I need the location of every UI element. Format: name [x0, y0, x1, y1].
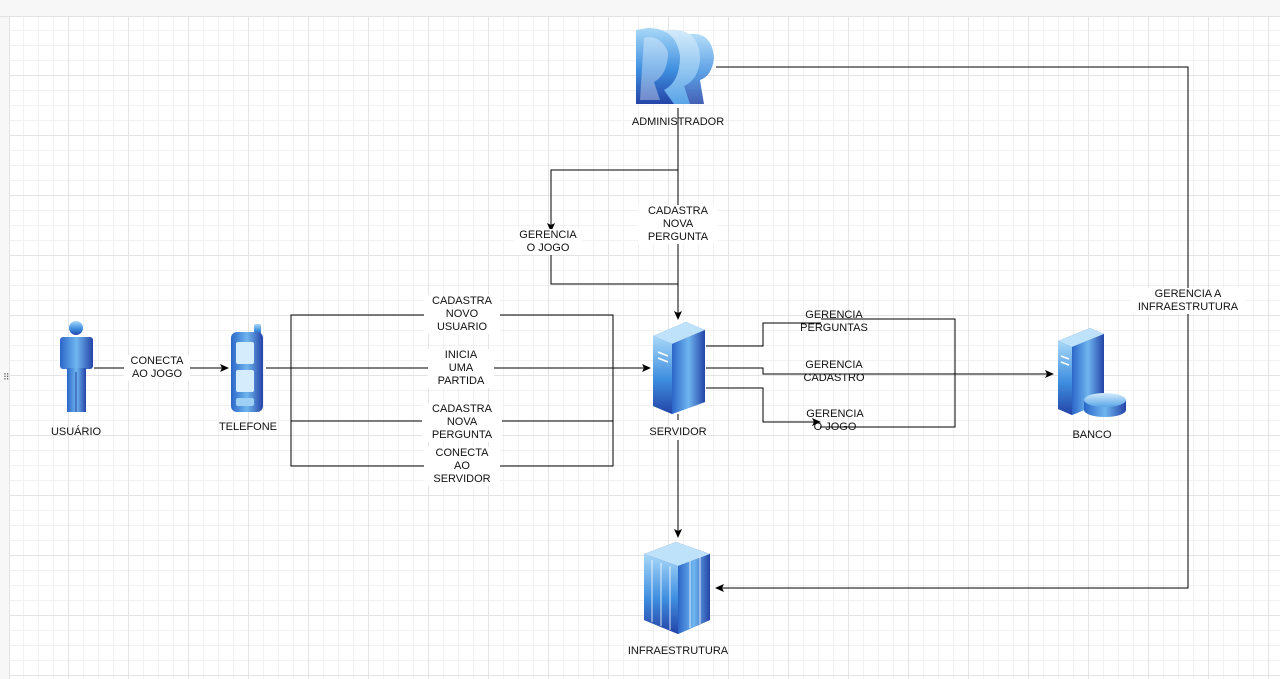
- edge-label-gerencia-o-jogo-srv: GERENCIA O JOGO: [806, 408, 864, 433]
- node-label-telefone: TELEFONE: [218, 421, 278, 433]
- node-label-administrador: ADMINISTRADOR: [631, 116, 725, 128]
- node-label-infraestrutura: INFRAESTRUTURA: [627, 645, 729, 657]
- edge-label-gerencia-a-infraestrutura: GERENCIA A INFRAESTRUTURA: [1130, 288, 1246, 314]
- edge-label-conecta-ao-servidor: CONECTA AO SERVIDOR: [424, 447, 500, 486]
- edge-label-cadastra-novo-usuario: CADASTRA NOVO USUARIO: [424, 295, 500, 334]
- edge-label-cadastra-nova-pergunta-admin: CADASTRA NOVA PERGUNTA: [638, 205, 718, 244]
- database-icon[interactable]: [1058, 328, 1126, 417]
- datacenter-icon[interactable]: [644, 542, 710, 634]
- edge-label-gerencia-perguntas: GERENCIA PERGUNTAS: [800, 309, 868, 334]
- edge-label-gerencia-o-jogo-admin: GERENCIA O JOGO: [513, 229, 583, 255]
- left-panel-collapsed[interactable]: ⠿: [0, 17, 10, 679]
- edge-label-gerencia-cadastro: GERENCIA CADASTRO: [803, 359, 865, 384]
- panel-grip-icon[interactable]: ⠿: [3, 372, 10, 382]
- mobile-phone-icon[interactable]: [231, 324, 263, 412]
- edge-servidor-gerencia-perguntas[interactable]: [706, 322, 821, 347]
- edge-servidor-gerencia-cadastro[interactable]: [706, 367, 1054, 378]
- edge-servidor-gerencia-jogo[interactable]: [706, 387, 821, 426]
- edge-label-inicia-uma-partida: INICIA UMA PARTIDA: [428, 349, 494, 388]
- edge-label-conecta-ao-jogo: CONECTA AO JOGO: [124, 355, 190, 381]
- top-toolbar: [0, 0, 1280, 17]
- user-group-icon[interactable]: [636, 28, 714, 104]
- node-label-usuario: USUÁRIO: [50, 426, 102, 438]
- diagram-canvas[interactable]: ADMINISTRADOR USUÁRIO TELEFONE SERVIDOR …: [10, 17, 1280, 679]
- server-icon[interactable]: [653, 322, 705, 414]
- edge-admin-gerencia-jogo[interactable]: [547, 169, 678, 232]
- edge-admin-gerencia-infra[interactable]: [715, 66, 1189, 592]
- node-label-servidor: SERVIDOR: [649, 426, 707, 438]
- edge-gerencia-jogo-return[interactable]: [550, 245, 678, 285]
- user-icon[interactable]: [60, 321, 93, 412]
- edge-label-cadastra-nova-pergunta-tel: CADASTRA NOVA PERGUNTA: [422, 403, 502, 442]
- node-label-banco: BANCO: [1072, 429, 1112, 441]
